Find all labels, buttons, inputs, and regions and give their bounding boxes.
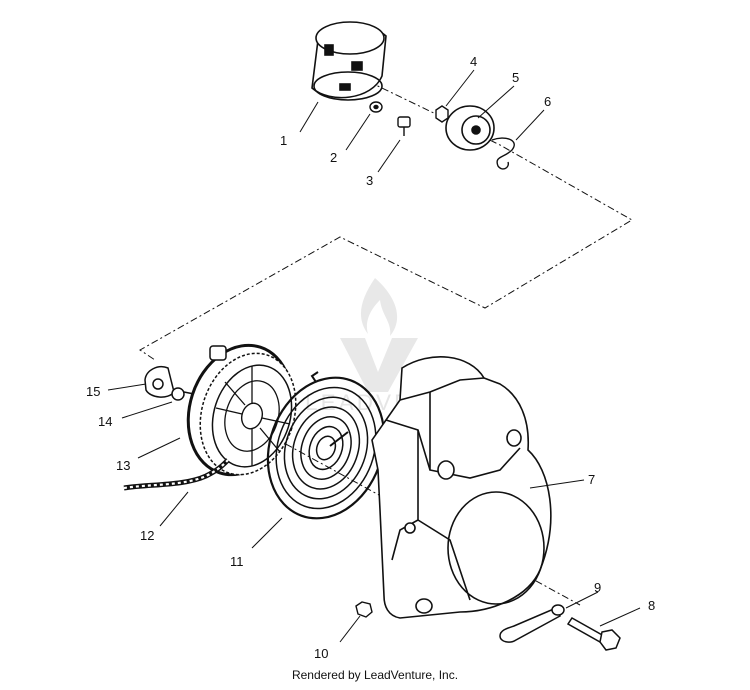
callout-13: 13 <box>116 458 130 473</box>
part-bolt <box>397 116 411 136</box>
callout-3: 3 <box>366 173 373 188</box>
callout-2: 2 <box>330 150 337 165</box>
callout-14: 14 <box>98 414 112 429</box>
part-nut <box>435 105 449 123</box>
part-bracket <box>144 366 175 398</box>
part-washer <box>369 101 383 113</box>
callout-15: 15 <box>86 384 100 399</box>
callout-9: 9 <box>594 580 601 595</box>
callout-11: 11 <box>230 554 244 569</box>
part-rope <box>123 458 230 491</box>
callout-7: 7 <box>588 472 595 487</box>
callout-5: 5 <box>512 70 519 85</box>
callout-4: 4 <box>470 54 477 69</box>
part-spring-clip <box>491 137 515 170</box>
part-housing <box>371 356 552 619</box>
part-pulley-disc <box>445 105 495 151</box>
callout-1: 1 <box>280 133 287 148</box>
part-handle <box>499 604 565 643</box>
callout-12: 12 <box>140 528 154 543</box>
leader-lines <box>107 69 641 643</box>
callout-6: 6 <box>544 94 551 109</box>
part-reel <box>186 343 297 477</box>
callout-8: 8 <box>648 598 655 613</box>
part-screw <box>566 617 621 651</box>
footer-credit: Rendered by LeadVenture, Inc. <box>291 668 459 682</box>
callout-10: 10 <box>314 646 328 661</box>
callouts: 1 2 3 4 5 6 7 8 9 10 11 12 13 14 15 <box>86 54 655 661</box>
part-nut-small <box>355 601 373 618</box>
part-cup-ring <box>311 21 387 101</box>
part-recoil-spring <box>266 371 386 520</box>
flame-v-logo-icon <box>340 278 418 392</box>
